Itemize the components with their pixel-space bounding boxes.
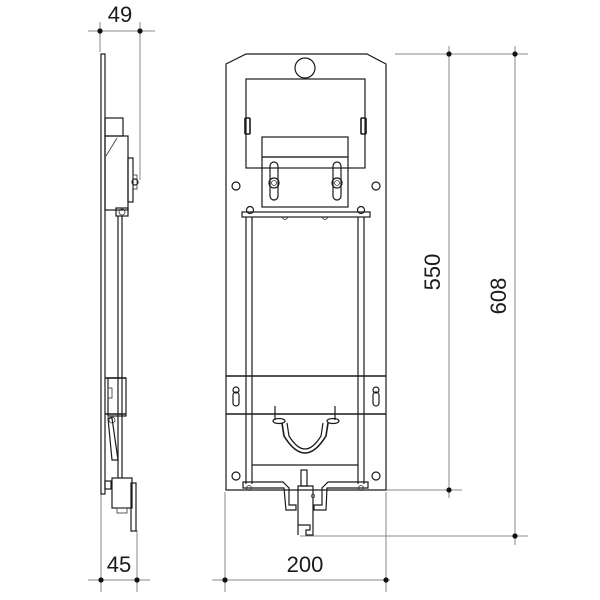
pipe-clip: [272, 406, 340, 454]
keyhole-right: [372, 386, 380, 407]
dimension-label-45: 45: [107, 552, 131, 577]
dimension-608: 608: [300, 46, 528, 545]
dimension-label-550: 550: [420, 254, 445, 291]
dimension-550: 550: [380, 46, 528, 498]
side-view: [100, 53, 139, 532]
dimension-49: 49: [88, 2, 155, 180]
dimension-label-49: 49: [108, 2, 132, 27]
keyhole-left: [232, 386, 240, 407]
front-view: [225, 53, 387, 536]
dimension-45: 45: [88, 490, 150, 592]
dimension-label-608: 608: [486, 278, 511, 315]
dimension-200: 200: [212, 492, 390, 592]
dimension-label-200: 200: [287, 552, 324, 577]
